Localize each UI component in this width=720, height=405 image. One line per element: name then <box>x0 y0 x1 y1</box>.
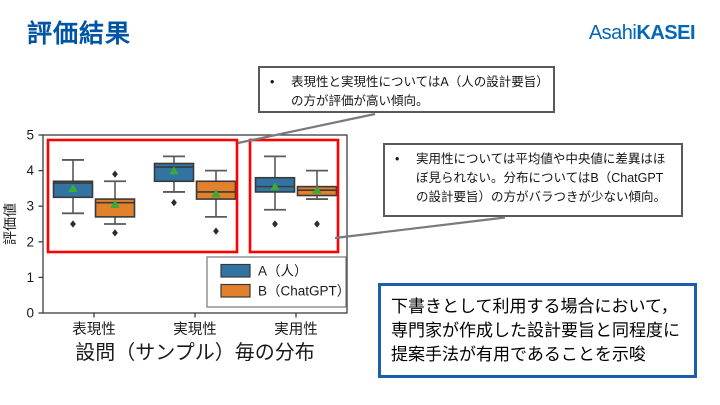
y-tick-label: 2 <box>26 234 34 249</box>
mean-marker-icon <box>211 189 221 198</box>
x-category-label: 実用性 <box>274 321 318 338</box>
chart-title: 設問（サンプル）毎の分布 <box>75 341 314 364</box>
legend-swatch <box>220 263 251 278</box>
bullet-icon: • <box>270 75 275 89</box>
x-category-label: 表現性 <box>72 321 116 338</box>
outlier-marker-icon <box>112 229 118 237</box>
logo-asahi: Asahi <box>588 22 637 44</box>
callout-text: 実用性については平均値や中央値に差異はほぼ見られない。分布についてはB（Chat… <box>416 152 667 204</box>
legend-label: A（人） <box>258 264 308 279</box>
outlier-marker-icon <box>272 220 278 228</box>
outlier-marker-icon <box>314 220 320 228</box>
highlight-rect <box>46 138 239 254</box>
callout-expressiveness-note: • 表現性と実現性についてはA（人の設計要旨）の方が評価が高い傾向。 <box>258 66 555 113</box>
callout-text: 表現性と実現性についてはA（人の設計要旨）の方が評価が高い傾向。 <box>291 75 543 108</box>
callout-practicality-note: • 実用性については平均値や中央値に差異はほぼ見られない。分布についてはB（Ch… <box>383 143 683 217</box>
legend-swatch <box>220 283 251 298</box>
y-tick-label: 1 <box>26 270 34 285</box>
asahi-kasei-logo: AsahiKASEI <box>588 22 696 45</box>
mean-marker-icon <box>68 184 78 192</box>
bullet-icon: • <box>395 152 400 166</box>
mean-marker-icon <box>110 200 120 209</box>
y-tick-label: 5 <box>26 128 34 143</box>
legend-label: B（ChatGPT） <box>258 284 350 299</box>
y-tick-label: 0 <box>26 306 34 321</box>
mean-marker-icon <box>169 166 179 175</box>
outlier-marker-icon <box>112 170 118 178</box>
mean-marker-icon <box>270 182 280 191</box>
x-category-label: 実現性 <box>173 321 217 338</box>
y-tick-label: 3 <box>26 199 34 214</box>
page-title: 評価結果 <box>27 20 132 48</box>
conclusion-text: 下書きとして利用する場合において，専門家が作成した設計要旨と同程度に提案手法が有… <box>391 297 680 364</box>
logo-kasei: KASEI <box>636 22 695 44</box>
mean-marker-icon <box>312 185 322 194</box>
y-tick-label: 4 <box>26 163 34 178</box>
y-axis-label: 評価値 <box>2 203 18 245</box>
outlier-marker-icon <box>213 227 219 235</box>
conclusion-box: 下書きとして利用する場合において，専門家が作成した設計要旨と同程度に提案手法が有… <box>378 283 697 378</box>
outlier-marker-icon <box>70 220 76 228</box>
